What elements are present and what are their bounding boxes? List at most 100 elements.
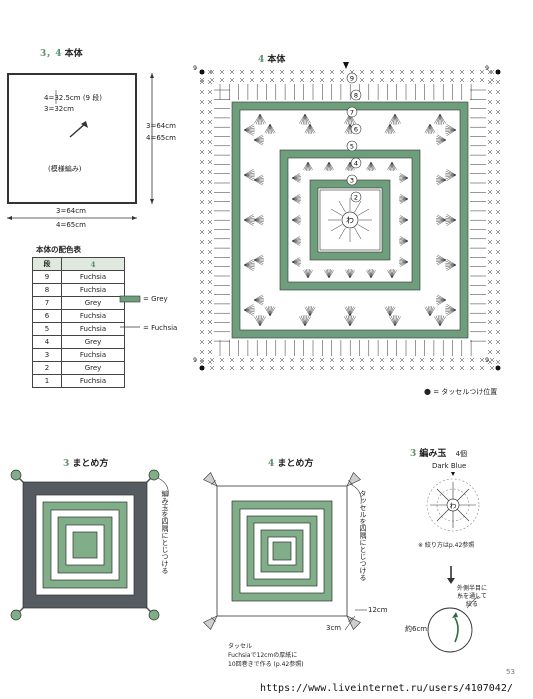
source-url[interactable]: https://www.liveinternet.ru/users/410704… <box>260 683 513 694</box>
tassel-title: タッセル <box>228 643 253 650</box>
row-color: Fuchsia <box>61 348 125 362</box>
row-number: 8 <box>32 283 62 297</box>
round-number: 3 <box>350 177 354 185</box>
ball-title: 3 編み玉 4個 <box>410 449 468 459</box>
row-number: 1 <box>32 374 62 388</box>
round-number-circle <box>350 123 362 135</box>
pattern-label: (模様編み) <box>48 165 82 173</box>
row-color: Fuchsia <box>61 309 125 323</box>
ball-color: Dark Blue <box>432 462 467 470</box>
round-number: 9 <box>350 75 354 83</box>
ball-diameter: 約6cm <box>405 625 428 633</box>
body-size-square <box>7 73 137 204</box>
row-number: 5 <box>32 322 62 336</box>
color-table-header: 段 4 <box>32 257 125 271</box>
row-color: Fuchsia <box>61 270 125 284</box>
dim-12cm: 12cm <box>368 606 388 614</box>
round-number: 4 <box>354 160 358 168</box>
round-number: 9 <box>485 357 489 364</box>
right-dim-3: 3=64cm <box>146 122 176 130</box>
row-color: Fuchsia <box>61 322 125 336</box>
round-number-circle <box>350 191 362 203</box>
round-number-circle <box>346 140 358 152</box>
center-ring <box>341 211 359 229</box>
row-color: Fuchsia <box>61 283 125 297</box>
round-number: 8 <box>354 92 358 100</box>
tassel-line2: 10回巻きで作る (p.42参照) <box>228 661 304 668</box>
dim-3cm: 3cm <box>326 624 342 632</box>
tassel-note: ● = タッセルつけ位置 <box>424 387 498 396</box>
legend-swatches <box>119 295 141 328</box>
body-size-arrows <box>7 73 154 220</box>
ball-chart: わ <box>426 472 480 532</box>
bottom-dim-3: 3=64cm <box>56 207 86 215</box>
row-number: 6 <box>32 309 62 323</box>
ball-note1: ※ 絞り方はp.42参照 <box>418 542 475 549</box>
ball-finish-diagram <box>427 566 480 653</box>
round-number: 2 <box>354 194 358 202</box>
row-color: Grey <box>61 335 125 349</box>
row-number: 3 <box>32 348 62 362</box>
round-number-circle <box>346 106 358 118</box>
round-number: 5 <box>350 143 354 151</box>
assembly4-diagram <box>203 472 367 631</box>
tassel-dot <box>495 365 501 371</box>
round-number-circle <box>350 157 362 169</box>
body-size-title: 3，4 本体 <box>40 49 83 59</box>
ball-center-label: わ <box>450 502 457 510</box>
tassel-line1: Fuchsiaで12cmの厚紙に <box>228 652 298 659</box>
row-color: Fuchsia <box>61 374 125 388</box>
row-color: Grey <box>61 361 125 375</box>
row-number: 4 <box>32 335 62 349</box>
row-number: 2 <box>32 361 62 375</box>
corner-ball-br <box>148 609 160 621</box>
header-round: 段 <box>32 257 62 271</box>
ball-note2: 外側半目に 糸を通して 絞る <box>457 585 488 608</box>
tassel-bl <box>203 615 218 630</box>
right-dim-4: 4=65cm <box>146 134 176 142</box>
corner-ball-tr <box>148 469 160 481</box>
tassel-tl <box>203 472 218 487</box>
round-number: 9 <box>485 65 489 72</box>
round-number-circle <box>346 72 358 84</box>
assembly4-note: タッセルを四隅にとじつける <box>359 490 367 581</box>
center-label: わ <box>346 216 354 225</box>
corner-ball-bl <box>10 609 22 621</box>
assembly4-title: 4 まとめ方 <box>268 459 314 469</box>
bottom-dim-4: 4=65cm <box>56 221 86 229</box>
round-number: 9 <box>193 357 197 364</box>
row-number: 7 <box>32 296 62 310</box>
round-number-circle <box>346 174 358 186</box>
round-number: 6 <box>354 126 358 134</box>
tassel-dot <box>495 69 501 75</box>
round-number: 9 <box>193 65 197 72</box>
round-number-circle <box>350 89 362 101</box>
tassel-tr <box>346 472 361 487</box>
legend-fuchsia: = Fuchsia <box>143 324 178 332</box>
chart-title: 4 本体 <box>258 55 286 65</box>
row-color: Grey <box>61 296 125 310</box>
inner-size-label-4: 4=32.5cm (9 段) <box>44 94 102 102</box>
page-number: 53 <box>506 668 515 676</box>
crochet-chart: わ 9 8 7 6 5 4 3 2 9 9 9 9 <box>193 62 501 371</box>
row-number: 9 <box>32 270 62 284</box>
assembly3-title: 3 まとめ方 <box>63 459 109 469</box>
assembly3-diagram <box>10 469 169 621</box>
legend-grey: = Grey <box>143 295 168 303</box>
round-number: 7 <box>350 109 354 117</box>
color-table-title: 本体の配色表 <box>36 245 81 254</box>
tassel-dot <box>199 69 205 75</box>
start-arrow <box>343 62 349 69</box>
corner-ball-tl <box>10 469 22 481</box>
inner-size-label-3: 3=32cm <box>44 105 74 113</box>
